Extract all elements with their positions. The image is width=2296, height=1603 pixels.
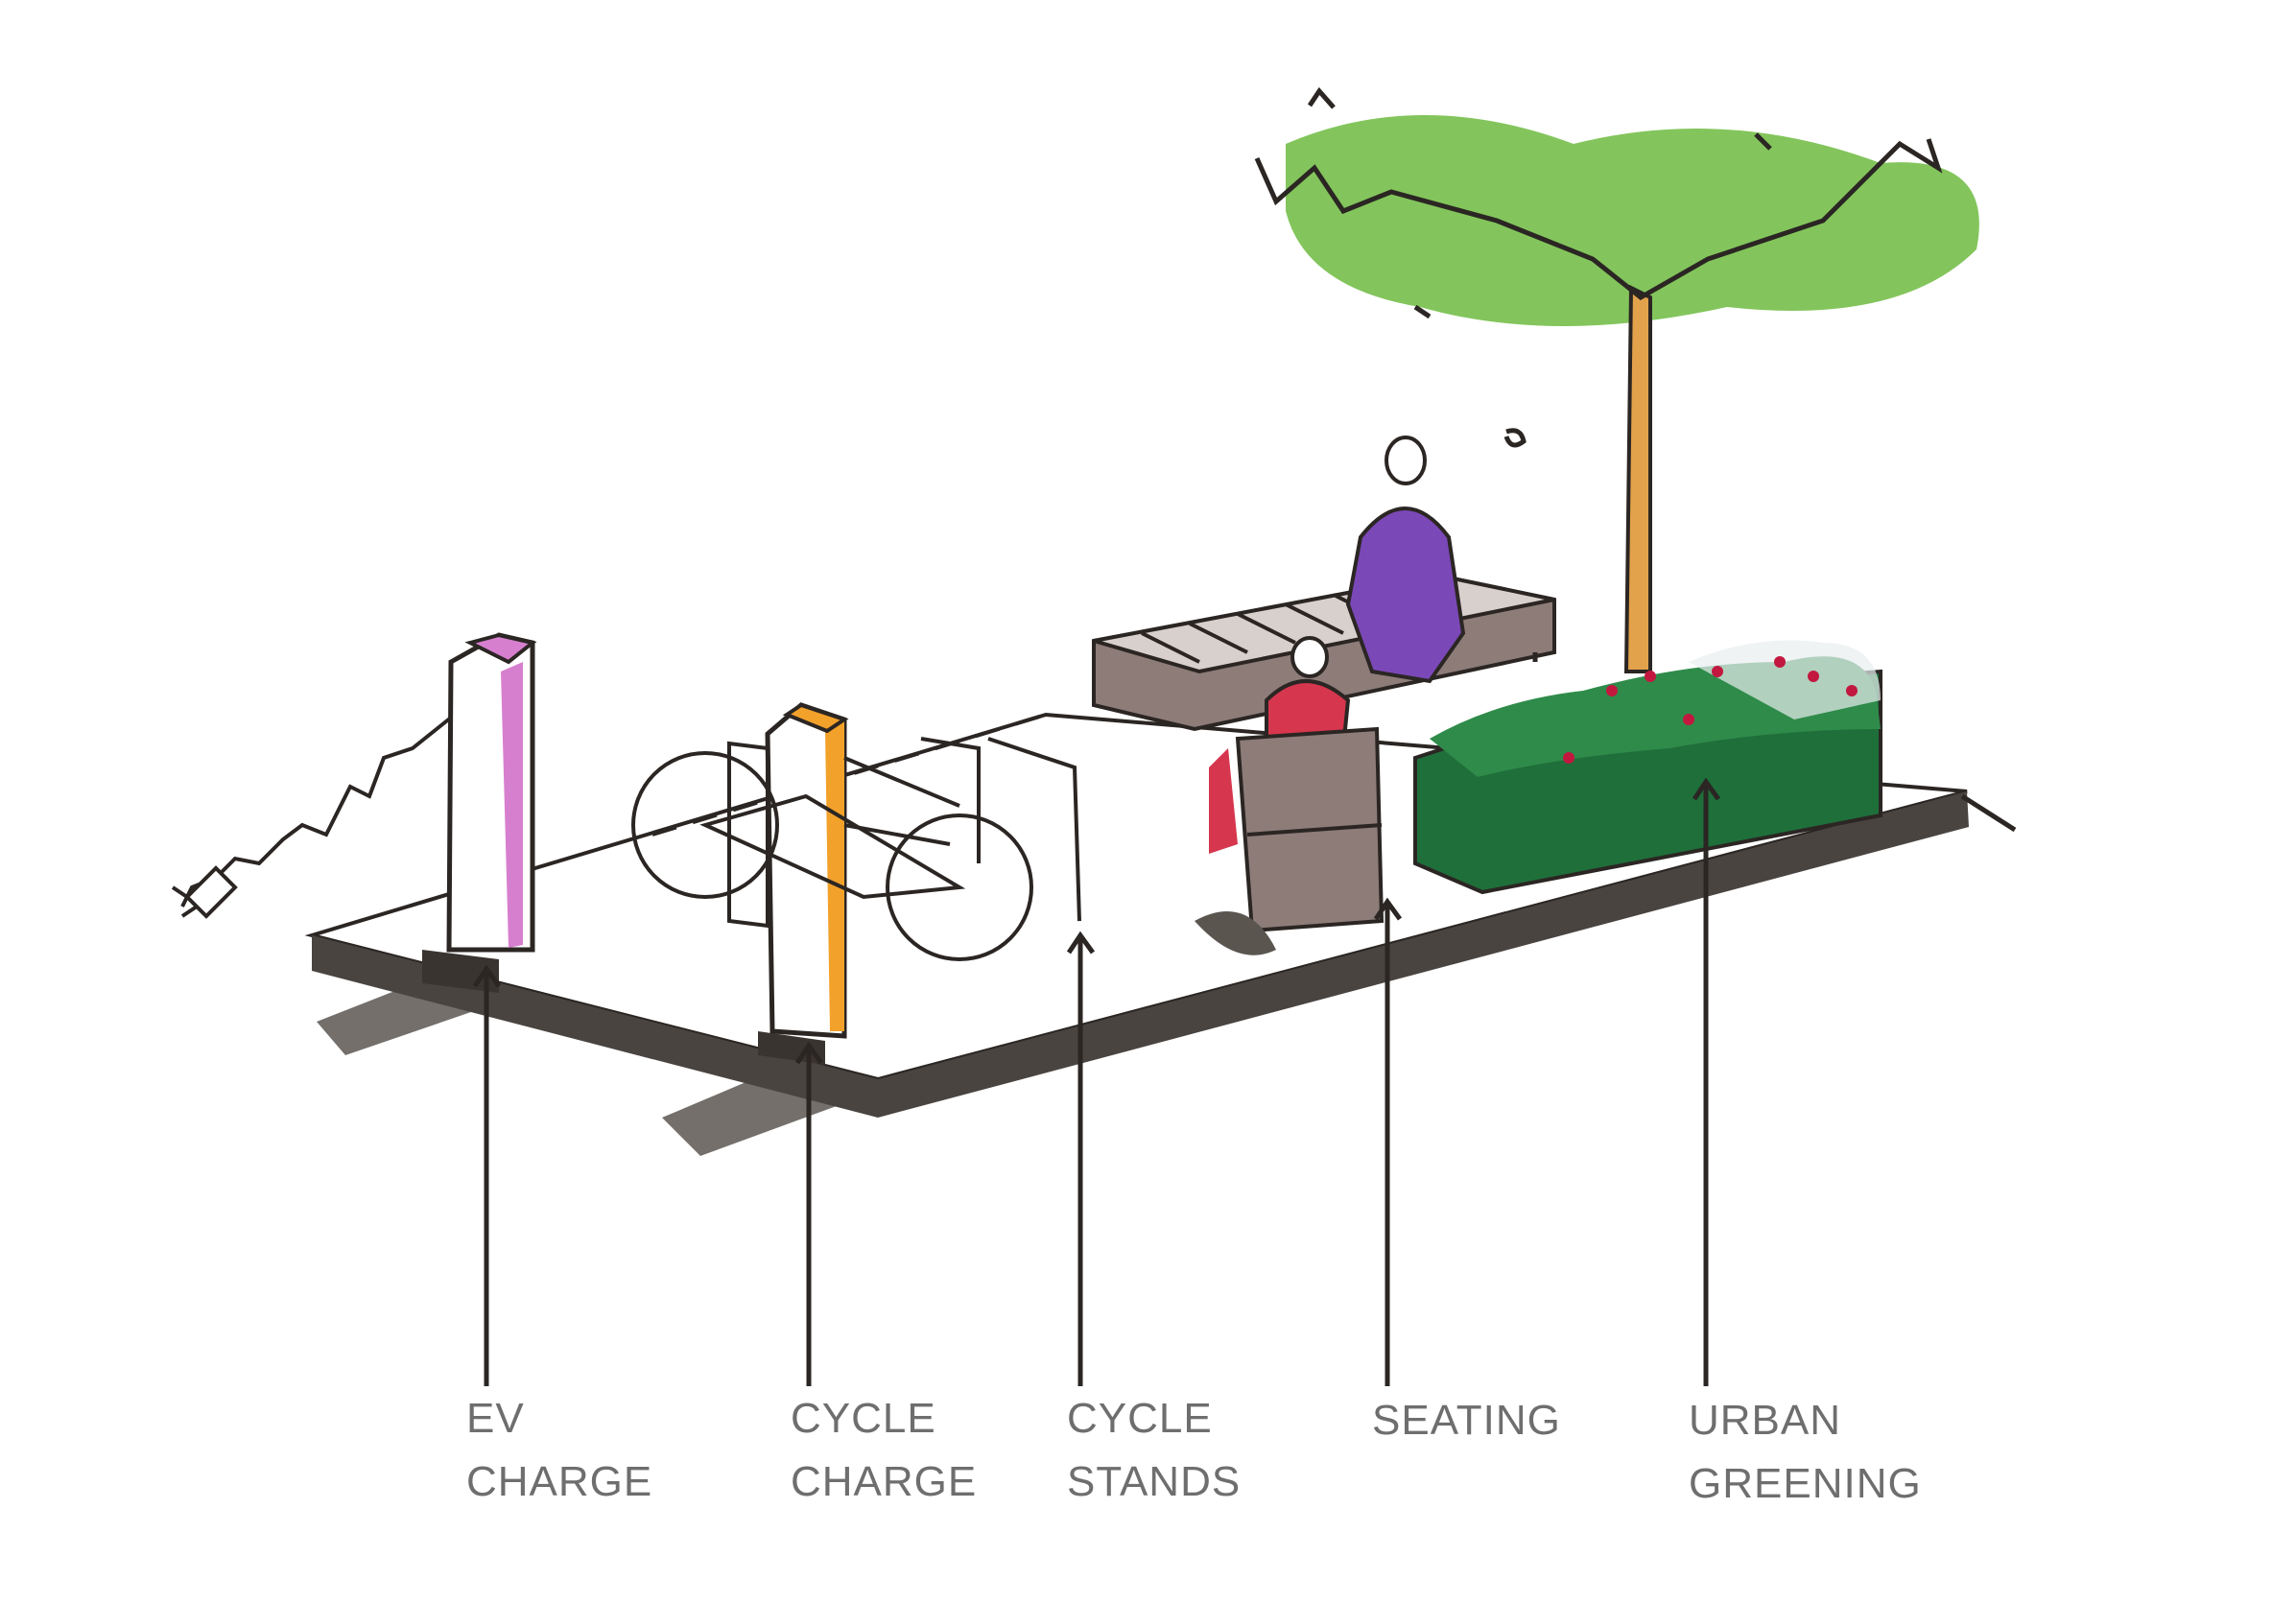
arrow-cycle-stands xyxy=(1066,931,1096,1386)
bicycle-and-stands xyxy=(631,737,1081,961)
label-cycle-charge: CYCLE CHARGE xyxy=(791,1387,977,1514)
label-cycle-stands-line2: STANDS xyxy=(1067,1458,1242,1505)
label-urban-greening-line1: URBAN xyxy=(1689,1397,1842,1444)
cycle-charge-post xyxy=(758,702,849,1065)
label-cycle-stands: CYCLE STANDS xyxy=(1067,1387,1241,1514)
ev-charge-post xyxy=(171,632,537,993)
label-urban-greening-line2: GREENING xyxy=(1689,1460,1922,1507)
planter xyxy=(1413,640,1882,895)
label-ev-charge-line1: EV xyxy=(466,1395,525,1442)
label-urban-greening: URBAN GREENING xyxy=(1689,1389,1922,1516)
label-seating-line1: SEATING xyxy=(1372,1397,1561,1444)
label-ev-charge: EV CHARGE xyxy=(466,1387,652,1514)
person-red xyxy=(1195,636,1385,955)
arrow-ev-charge xyxy=(472,964,502,1386)
label-cycle-stands-line1: CYCLE xyxy=(1067,1395,1213,1442)
label-seating: SEATING xyxy=(1372,1389,1561,1452)
tree xyxy=(1254,86,1979,673)
label-cycle-charge-line1: CYCLE xyxy=(791,1395,936,1442)
label-ev-charge-line2: CHARGE xyxy=(466,1458,653,1505)
person-purple xyxy=(1345,436,1466,684)
pointer-arrows xyxy=(472,777,1721,1386)
arrow-seating xyxy=(1373,897,1403,1386)
arrow-cycle-charge xyxy=(794,1041,824,1386)
arrow-urban-greening xyxy=(1692,777,1721,1386)
label-cycle-charge-line2: CHARGE xyxy=(791,1458,978,1505)
